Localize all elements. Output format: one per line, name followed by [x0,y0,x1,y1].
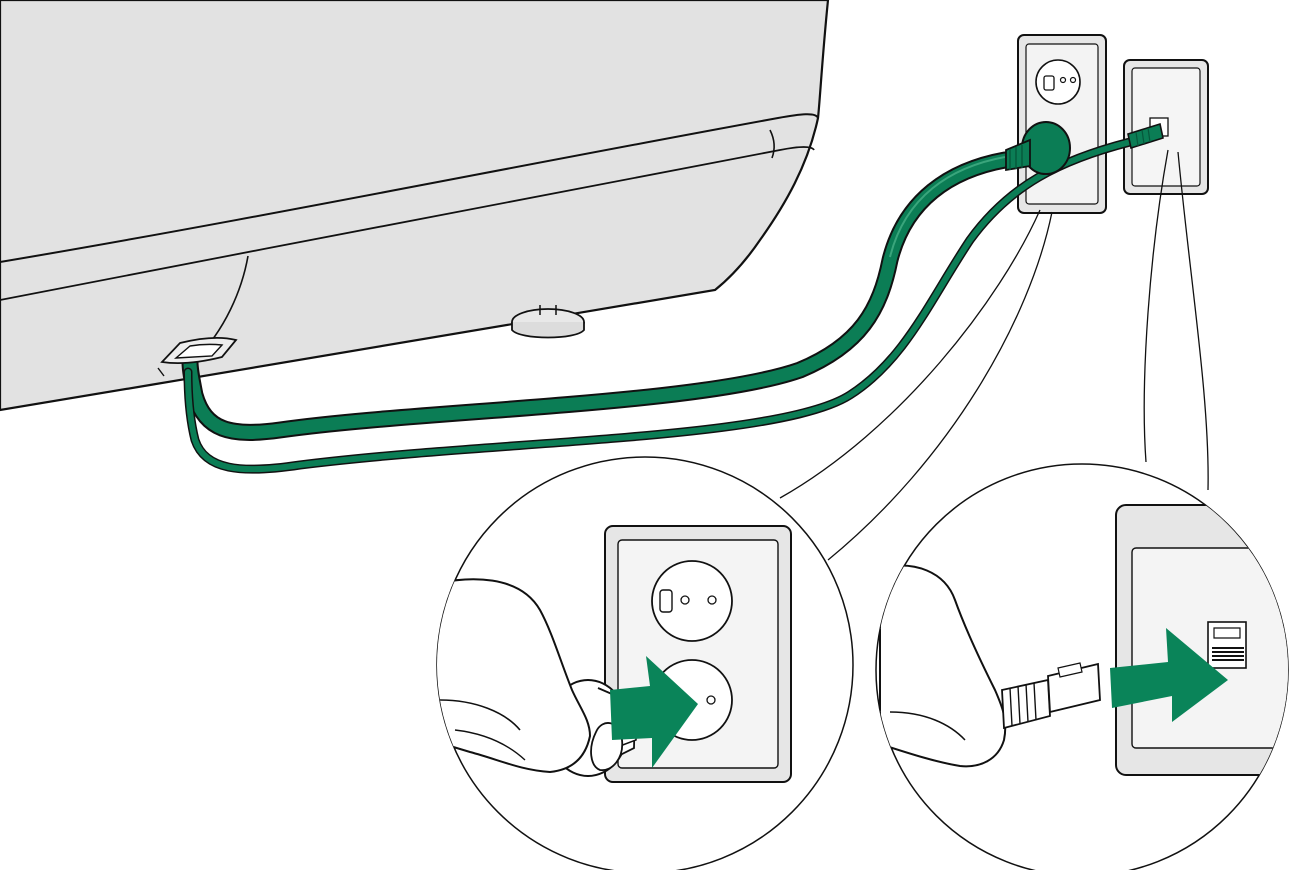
appliance-body-icon [0,0,828,410]
network-socket-detail [876,464,1298,870]
network-socket-icon [1124,60,1208,194]
power-socket-detail [430,457,853,870]
power-plug-icon [1006,122,1070,174]
